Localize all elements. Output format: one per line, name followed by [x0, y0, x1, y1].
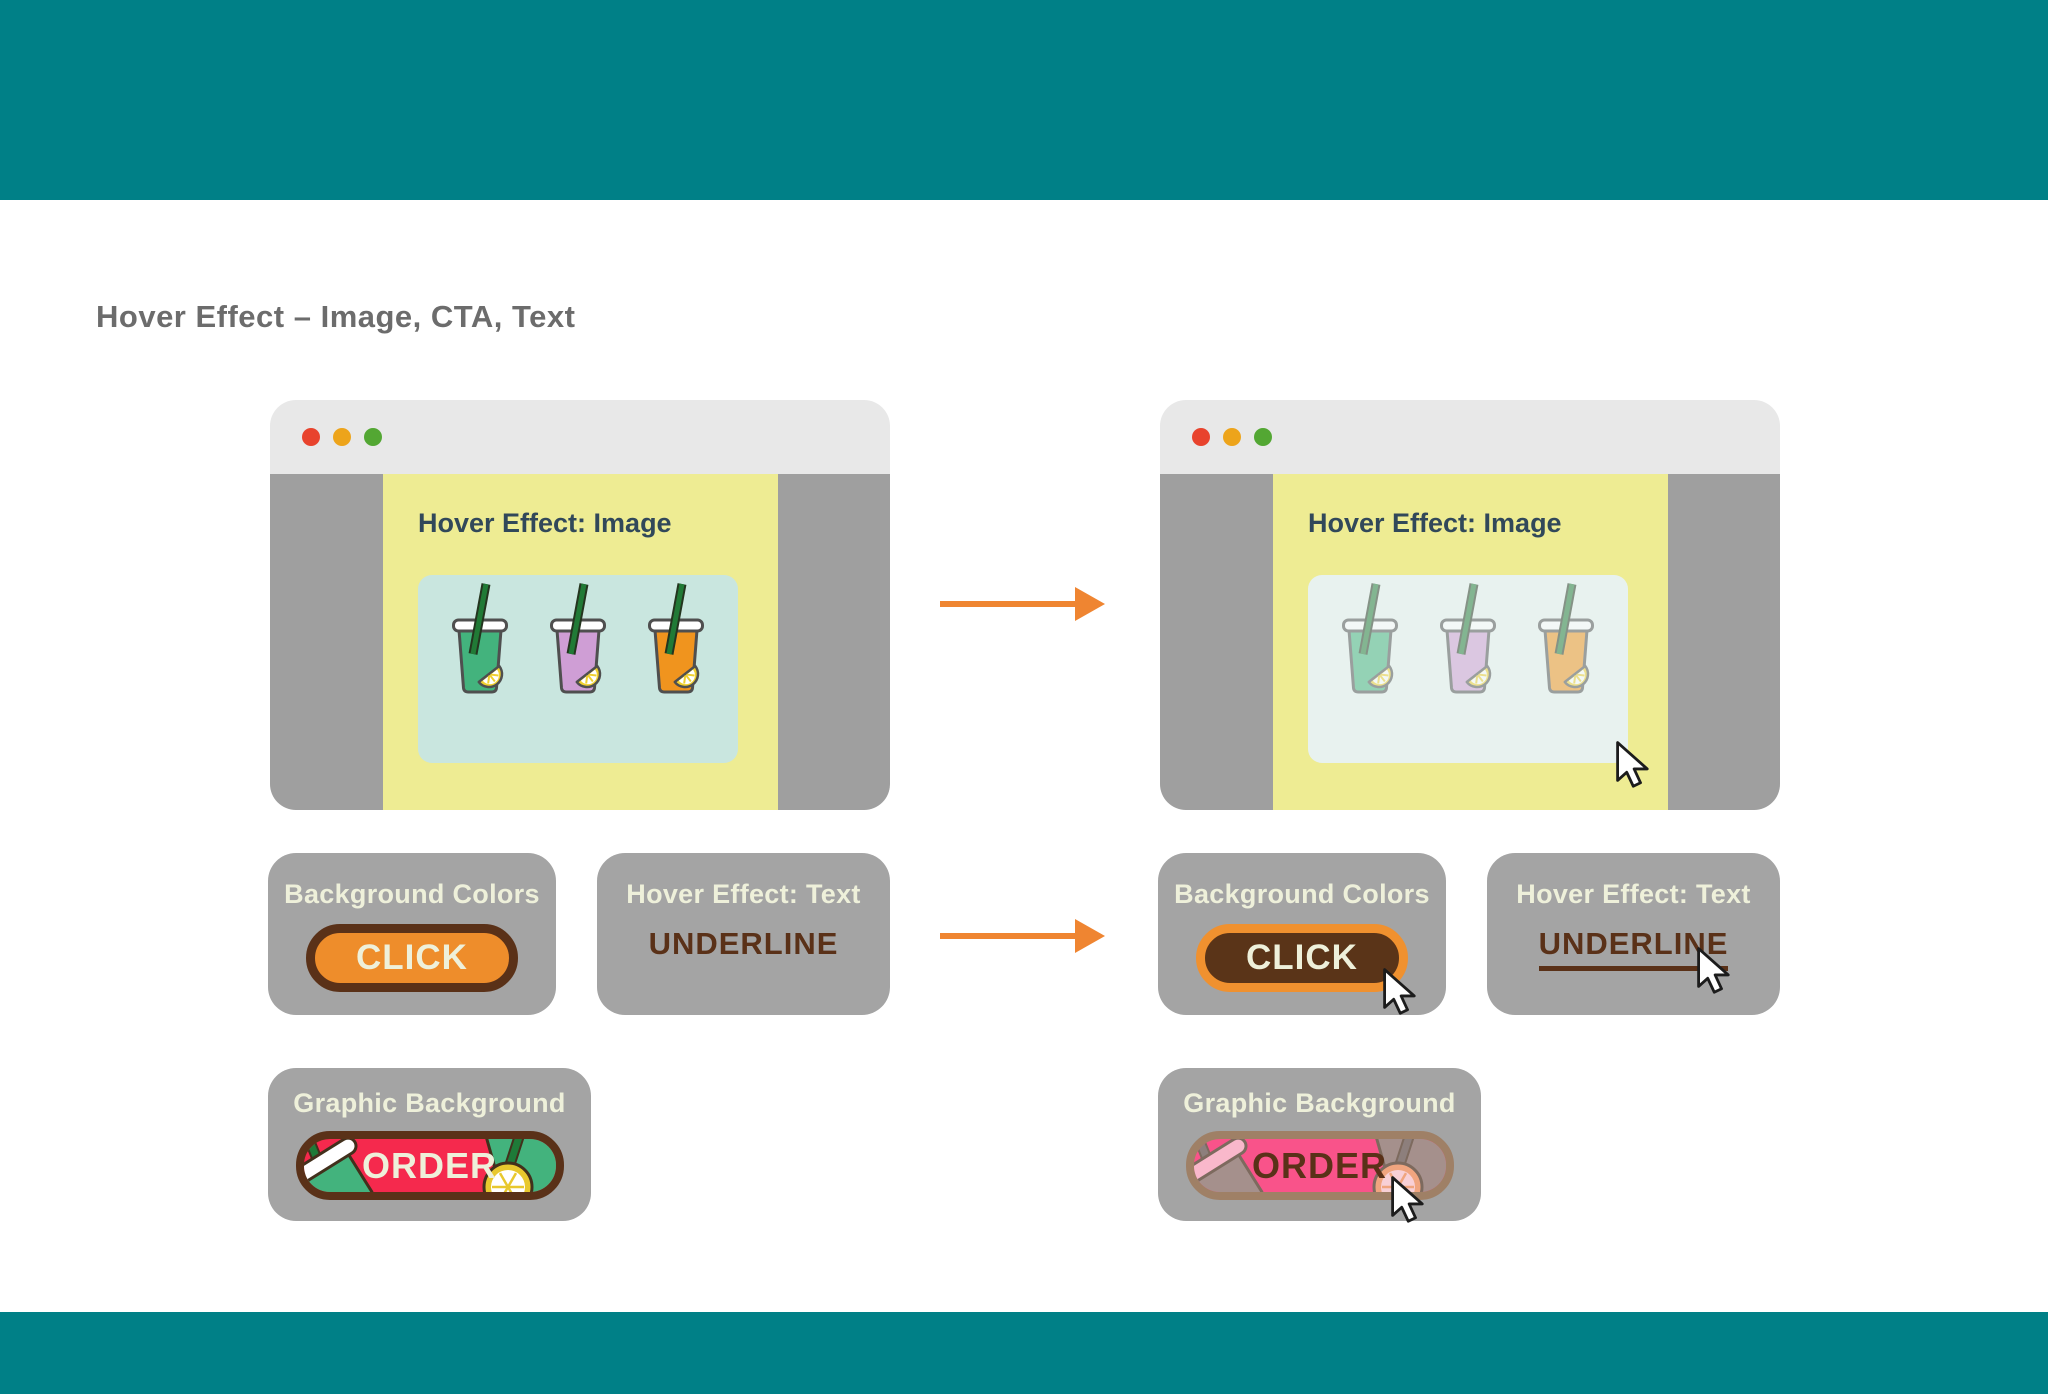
underline-link-hover[interactable]: UNDERLINE	[1538, 926, 1729, 971]
card-title: Hover Effect: Text	[1516, 879, 1751, 909]
product-image-hover[interactable]	[1308, 575, 1628, 763]
page-title: Hover Effect – Image, CTA, Text	[96, 298, 576, 334]
card-title: Graphic Background	[293, 1088, 566, 1118]
window-heading: Hover Effect: Image	[1308, 508, 1562, 538]
arrow-pointer-cursor-icon	[1693, 947, 1735, 995]
window-heading: Hover Effect: Image	[418, 508, 672, 538]
lemonade-cup-icon	[452, 580, 508, 695]
card-graphic-background: Graphic Background ORDER	[268, 1068, 591, 1221]
browser-titlebar	[1160, 400, 1780, 474]
lemonade-cup-icon	[1342, 580, 1398, 695]
traffic-light-green-icon	[364, 428, 382, 446]
right-arrow-icon	[940, 919, 1105, 953]
order-button[interactable]: ORDER	[295, 1131, 564, 1200]
right-arrow-icon	[940, 587, 1105, 621]
card-hover-text-hover: Hover Effect: Text UNDERLINE	[1487, 853, 1780, 1015]
content-column: Hover Effect: Image	[383, 474, 778, 810]
lemonade-cup-icon	[1538, 580, 1594, 695]
product-image[interactable]	[418, 575, 738, 763]
browser-titlebar	[270, 400, 890, 474]
card-title: Hover Effect: Text	[626, 879, 861, 909]
traffic-light-red-icon	[302, 428, 320, 446]
lemonade-cup-icon	[648, 580, 704, 695]
bottom-banner	[0, 1312, 2048, 1394]
click-button[interactable]: CLICK	[306, 924, 518, 992]
content-column: Hover Effect: Image	[1273, 474, 1668, 810]
browser-body: Hover Effect: Image	[270, 474, 890, 810]
arrow-pointer-cursor-icon	[1387, 1176, 1429, 1224]
traffic-light-red-icon	[1192, 428, 1210, 446]
card-title: Graphic Background	[1183, 1088, 1456, 1118]
browser-window-hover: Hover Effect: Image	[1160, 400, 1780, 810]
underline-link[interactable]: UNDERLINE	[648, 926, 839, 961]
order-button-label: ORDER	[1251, 1144, 1387, 1186]
browser-window-normal: Hover Effect: Image	[270, 400, 890, 810]
arrow-pointer-cursor-icon	[1379, 968, 1421, 1016]
card-title: Background Colors	[1174, 879, 1430, 909]
traffic-light-green-icon	[1254, 428, 1272, 446]
card-hover-text: Hover Effect: Text UNDERLINE	[597, 853, 890, 1015]
card-graphic-background-hover: Graphic Background ORDER	[1158, 1068, 1481, 1221]
browser-body: Hover Effect: Image	[1160, 474, 1780, 810]
lemonade-cup-icon	[1440, 580, 1496, 695]
click-button-hover[interactable]: CLICK	[1196, 924, 1408, 992]
order-button-label: ORDER	[361, 1144, 497, 1186]
traffic-light-yellow-icon	[1223, 428, 1241, 446]
card-background-colors: Background Colors CLICK	[268, 853, 556, 1015]
lemonade-cup-icon	[550, 580, 606, 695]
traffic-light-yellow-icon	[333, 428, 351, 446]
arrow-pointer-cursor-icon	[1612, 741, 1654, 789]
card-background-colors-hover: Background Colors CLICK	[1158, 853, 1446, 1015]
order-button-hover[interactable]: ORDER	[1185, 1131, 1454, 1200]
top-banner	[0, 0, 2048, 200]
card-title: Background Colors	[284, 879, 540, 909]
